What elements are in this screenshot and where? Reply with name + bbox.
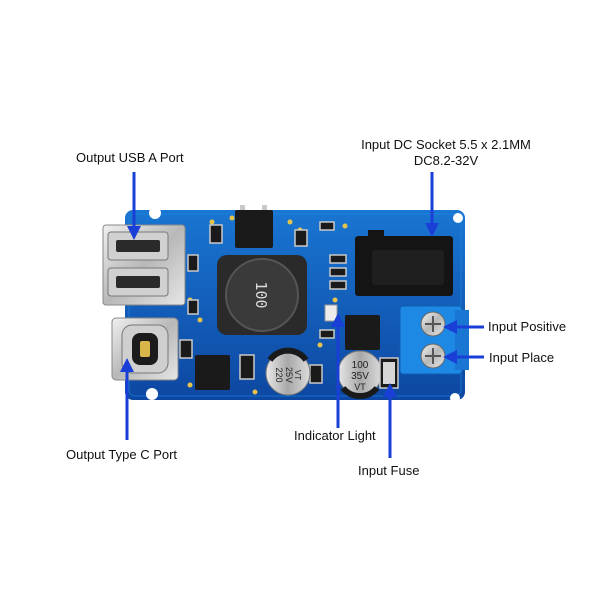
label-type-c: Output Type C Port bbox=[66, 447, 178, 462]
label-dc-socket: Input DC Socket 5.5 x 2.1MM DC8.2-32V bbox=[352, 137, 540, 169]
screw-terminal bbox=[399, 305, 469, 375]
arrow-dc-socket bbox=[425, 172, 439, 237]
ic-chip bbox=[235, 210, 273, 248]
mount-hole bbox=[146, 388, 158, 400]
cap-left-voltage: 25V bbox=[284, 367, 294, 383]
ic-chip bbox=[345, 315, 380, 350]
arrow-input-place bbox=[443, 350, 484, 364]
arrow-type-c bbox=[120, 358, 134, 440]
mount-hole bbox=[149, 207, 161, 219]
label-input-place: Input Place bbox=[489, 350, 555, 365]
arrow-indicator bbox=[331, 313, 345, 428]
input-fuse bbox=[379, 357, 399, 389]
mount-hole bbox=[450, 393, 460, 403]
arrow-fuse bbox=[383, 383, 397, 458]
label-fuse: Input Fuse bbox=[358, 463, 420, 478]
cap-right-series: VT bbox=[354, 382, 366, 392]
inductor-marking: 100 bbox=[252, 281, 270, 308]
usb-a-port bbox=[102, 224, 186, 306]
ic-chip bbox=[195, 355, 230, 390]
cap-right-voltage: 35V bbox=[351, 371, 369, 382]
label-dc-socket-line1: Input DC Socket 5.5 x 2.1MM bbox=[361, 137, 531, 152]
cap-left-value: 220 bbox=[274, 367, 284, 382]
mount-hole bbox=[453, 213, 463, 223]
cap-right-value: 100 bbox=[352, 360, 369, 371]
arrow-usb-a bbox=[127, 172, 141, 240]
capacitor-220 bbox=[265, 347, 311, 396]
label-input-positive: Input Positive bbox=[488, 319, 567, 334]
label-dc-socket-line2: DC8.2-32V bbox=[413, 153, 479, 168]
label-indicator: Indicator Light bbox=[294, 428, 376, 443]
arrow-input-positive bbox=[443, 320, 484, 334]
dc-socket bbox=[355, 230, 453, 296]
indicator-light bbox=[324, 304, 338, 322]
inductor bbox=[217, 255, 307, 335]
cap-left-series: VT bbox=[293, 370, 302, 380]
label-usb-a: Output USB A Port bbox=[76, 150, 184, 165]
